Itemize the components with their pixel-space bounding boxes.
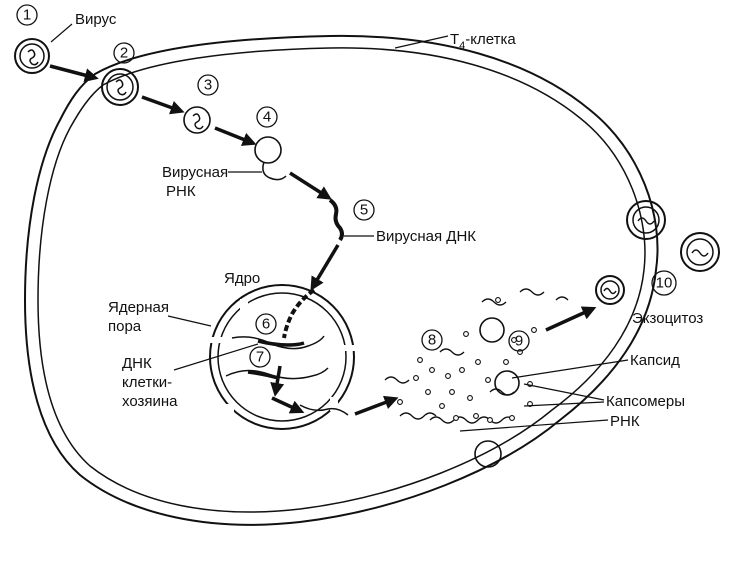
nucleus-label: Ядро <box>224 270 260 287</box>
host-dna-label-line1: ДНК <box>122 355 152 372</box>
nuclear-pore-label-line1: Ядерная <box>108 299 169 316</box>
step-marker-10: 10 <box>652 271 676 295</box>
viral-rna-label-line1: Вирусная <box>162 164 228 181</box>
step-marker-4: 4 <box>257 107 277 127</box>
step-number: 4 <box>263 109 271 126</box>
step-number: 10 <box>656 275 673 292</box>
virus-internalized <box>184 107 210 133</box>
step-marker-6: 6 <box>256 314 276 334</box>
cell-membrane <box>25 36 658 525</box>
host-dna-label-line3: хозяина <box>122 393 178 410</box>
viral-dna-strand <box>330 200 342 240</box>
capsid-label: Капсид <box>630 352 680 369</box>
uncoated-virus <box>255 137 286 180</box>
labels: Вирус Т4-клетка Вирусная РНК Вирусная ДН… <box>75 11 703 430</box>
virus-attached <box>102 69 138 105</box>
step-marker-2: 2 <box>114 43 134 63</box>
step-number: 1 <box>23 7 31 24</box>
host-dna-label-line2: клетки- <box>122 374 172 391</box>
step-number: 3 <box>204 77 212 94</box>
virus-particle <box>15 39 49 73</box>
step-marker-1: 1 <box>17 5 37 25</box>
step-number: 6 <box>262 316 270 333</box>
t4-cell-label: Т4-клетка <box>450 31 516 52</box>
step-marker-3: 3 <box>198 75 218 95</box>
step-number: 8 <box>428 332 436 349</box>
step-marker-7: 7 <box>250 347 270 367</box>
step-marker-8: 8 <box>422 330 442 350</box>
viral-rna-label-line2: РНК <box>166 183 196 200</box>
viral-dna-label: Вирусная ДНК <box>376 228 476 245</box>
nuclear-pore-label-line2: пора <box>108 318 142 335</box>
step-number: 5 <box>360 202 368 219</box>
step-number: 7 <box>256 349 264 366</box>
capsomeres-label: Капсомеры <box>606 393 685 410</box>
assembly-area <box>385 289 568 467</box>
nucleus <box>208 285 356 429</box>
rna-label: РНК <box>610 413 640 430</box>
step-number: 2 <box>120 45 128 62</box>
step-number: 9 <box>515 333 523 350</box>
step-marker-5: 5 <box>354 200 374 220</box>
exocytosis-label: Экзоцитоз <box>632 310 703 327</box>
virus-label: Вирус <box>75 11 117 28</box>
